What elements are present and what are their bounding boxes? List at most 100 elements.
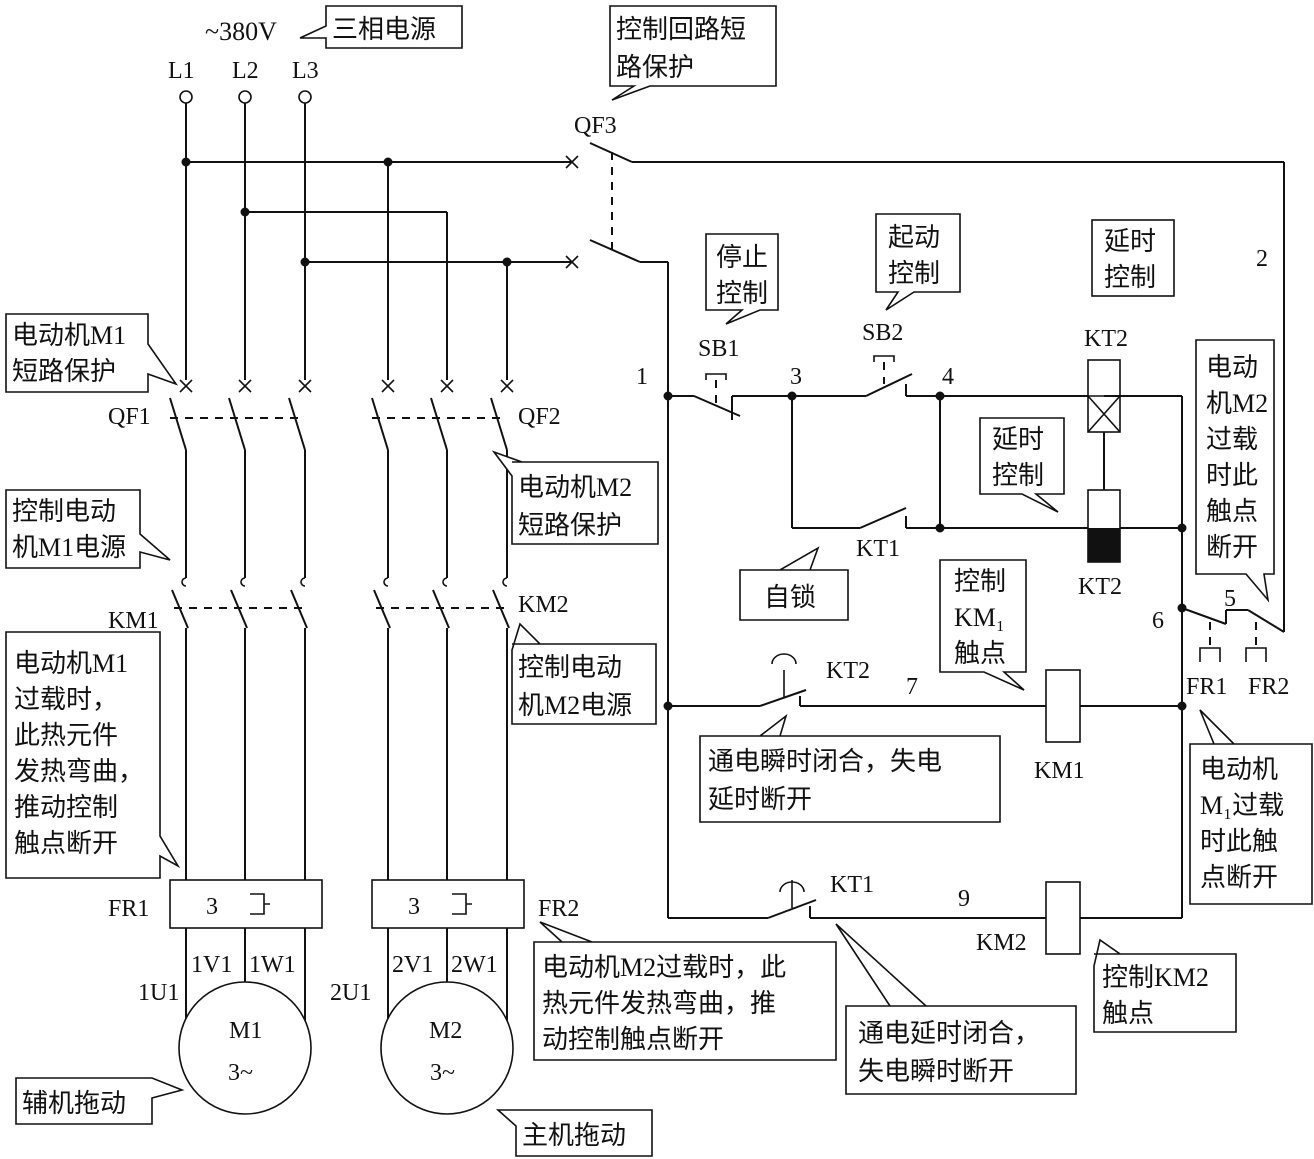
svg-text:电动机: 电动机 xyxy=(1200,755,1278,784)
motor-m2: M2 3~ 2U1 2V1 2W1 xyxy=(330,952,514,1115)
svg-text:控制: 控制 xyxy=(992,461,1044,490)
m1-term-u: 1U1 xyxy=(138,980,179,1006)
callout-km1-power: 控制电动 机M1电源 xyxy=(5,489,171,569)
m2-term-v: 2V1 xyxy=(392,952,433,978)
svg-text:失电瞬时断开: 失电瞬时断开 xyxy=(858,1057,1014,1086)
km2-coil-label: KM2 xyxy=(976,930,1027,956)
node-1: 1 xyxy=(636,364,648,390)
phase-label-l1: L1 xyxy=(168,58,195,84)
svg-text:控制KM2: 控制KM2 xyxy=(1102,963,1209,992)
callout-delay-top: 延时 控制 xyxy=(1091,219,1175,297)
svg-text:延时断开: 延时断开 xyxy=(708,785,812,814)
motor2-phase: 3~ xyxy=(430,1060,455,1086)
svg-text:KM₁: KM₁ xyxy=(954,603,1005,632)
callout-m2-overload-bottom: 电动机M2过载时，此 热元件发热弯曲，推 动控制触点断开 xyxy=(533,921,837,1061)
qf1-label: QF1 xyxy=(108,404,151,430)
callout-delay-mid: 延时 控制 xyxy=(979,417,1065,513)
supply-voltage: ~380V xyxy=(205,17,277,46)
fr1-label: FR1 xyxy=(108,896,149,922)
svg-text:触点: 触点 xyxy=(1102,999,1154,1028)
svg-text:触点: 触点 xyxy=(1206,497,1258,526)
callout-qf3-protect: 控制回路短 路保护 xyxy=(609,5,777,101)
sb1-label: SB1 xyxy=(698,336,739,362)
svg-text:机M2: 机M2 xyxy=(1206,389,1268,418)
svg-text:辅机拖动: 辅机拖动 xyxy=(22,1089,126,1118)
svg-text:触点断开: 触点断开 xyxy=(14,829,118,858)
m1-term-v: 1V1 xyxy=(191,952,232,978)
self-lock-contact-kt1: KT1 xyxy=(792,507,940,562)
node-9: 9 xyxy=(958,886,970,912)
m2-term-u: 2U1 xyxy=(330,980,371,1006)
fr1-heater-count: 3 xyxy=(206,894,218,920)
coil-km1: KM1 xyxy=(1034,669,1085,784)
stop-button-sb1: SB1 xyxy=(668,336,792,420)
km1-coil-label: KM1 xyxy=(1034,758,1085,784)
svg-text:三相电源: 三相电源 xyxy=(332,15,436,44)
svg-text:电动机M2过载时，此: 电动机M2过载时，此 xyxy=(542,953,786,982)
power-supply: ~380V L1 L2 L3 三相电源 xyxy=(168,5,463,104)
svg-text:停止: 停止 xyxy=(716,243,768,272)
motor-m1: M1 3~ 1U1 1V1 1W1 xyxy=(138,952,312,1115)
callout-kt2-instant: 通电瞬时闭合，失电 延时断开 xyxy=(699,713,1001,823)
svg-text:起动: 起动 xyxy=(888,223,940,252)
svg-text:通电延时闭合，: 通电延时闭合， xyxy=(858,1019,1040,1048)
breaker-qf1: QF1 xyxy=(108,379,312,451)
svg-text:控制电动: 控制电动 xyxy=(12,497,116,526)
motor1-phase: 3~ xyxy=(228,1060,253,1086)
svg-text:时此: 时此 xyxy=(1206,461,1258,490)
svg-text:短路保护: 短路保护 xyxy=(518,511,622,540)
svg-text:控制: 控制 xyxy=(888,259,940,288)
node-2: 2 xyxy=(1256,246,1268,272)
terminal-l3 xyxy=(298,90,312,104)
callout-m1-short: 电动机M1 短路保护 xyxy=(5,313,179,393)
terminal-l1 xyxy=(179,90,193,104)
svg-text:自锁: 自锁 xyxy=(764,583,816,612)
callout-three-phase: 三相电源 xyxy=(299,5,463,49)
svg-text:电动机M1: 电动机M1 xyxy=(14,649,128,678)
m1-term-w: 1W1 xyxy=(249,952,296,978)
fr2-heater-count: 3 xyxy=(408,894,420,920)
callout-m2-overload-right: 电动 机M2 过载 时此 触点 断开 xyxy=(1195,339,1275,603)
fr2-label: FR2 xyxy=(538,896,579,922)
callout-kt1-delay: 通电延时闭合， 失电瞬时断开 xyxy=(835,923,1077,1095)
callout-start: 起动 控制 xyxy=(875,213,961,311)
overload-contacts-fr: 5 FR1 FR2 xyxy=(1181,586,1289,700)
kt2-coil-bottom-label: KT2 xyxy=(1078,574,1122,600)
callout-m1-overload-right: 电动机 M₁过载 时此触 点断开 xyxy=(1189,709,1313,905)
node-4: 5 xyxy=(1224,586,1236,612)
svg-text:机M1电源: 机M1电源 xyxy=(12,533,126,562)
km1-label: KM1 xyxy=(108,608,159,634)
svg-text:控制回路短: 控制回路短 xyxy=(616,15,746,44)
svg-text:主机拖动: 主机拖动 xyxy=(522,1121,626,1150)
m2-term-w: 2W1 xyxy=(451,952,498,978)
svg-text:延时: 延时 xyxy=(992,425,1044,454)
callout-stop: 停止 控制 xyxy=(705,233,779,325)
kt2-contact-label: KT2 xyxy=(826,658,870,684)
sb2-label: SB2 xyxy=(862,320,903,346)
callout-self-lock: 自锁 xyxy=(739,546,849,621)
timer-coil-kt1: KT2 xyxy=(1078,489,1122,600)
svg-text:机M2电源: 机M2电源 xyxy=(518,691,632,720)
phase-label-l3: L3 xyxy=(292,58,319,84)
kt1-timed-label: KT1 xyxy=(830,872,874,898)
motor1-name: M1 xyxy=(229,1018,262,1044)
node-7: 7 xyxy=(906,674,918,700)
thermal-relay-fr2: 3 FR2 xyxy=(371,879,579,929)
svg-text:触点: 触点 xyxy=(954,639,1006,668)
motor2-name: M2 xyxy=(429,1018,462,1044)
svg-text:控制: 控制 xyxy=(716,279,768,308)
svg-text:控制: 控制 xyxy=(954,567,1006,596)
node-3: 3 xyxy=(790,364,802,390)
breaker-qf2: QF2 xyxy=(371,379,561,451)
callout-aux-drive: 辅机拖动 xyxy=(15,1077,185,1125)
svg-text:控制: 控制 xyxy=(1104,263,1156,292)
svg-text:时此触: 时此触 xyxy=(1200,827,1278,856)
breaker-qf3: QF3 xyxy=(565,113,1284,269)
fr1-contact-label: FR1 xyxy=(1186,674,1227,700)
callout-km2-power: 控制电动 机M2电源 xyxy=(511,622,657,725)
thermal-relay-fr1: 3 FR1 xyxy=(108,879,323,929)
node-5: 4 xyxy=(942,364,954,390)
svg-text:电动: 电动 xyxy=(1206,353,1258,382)
svg-text:路保护: 路保护 xyxy=(616,53,694,82)
